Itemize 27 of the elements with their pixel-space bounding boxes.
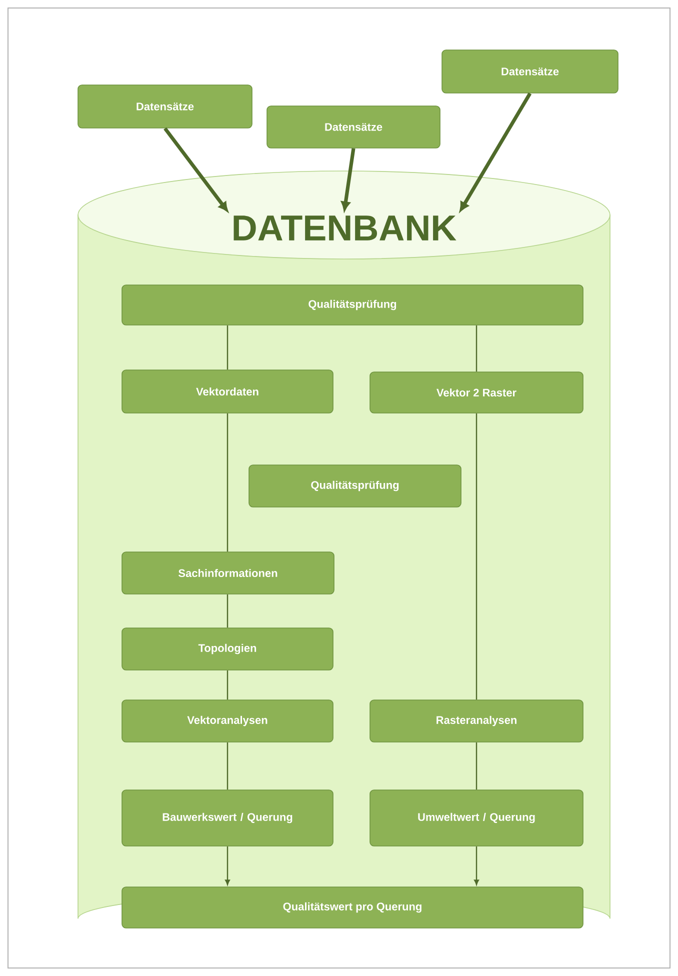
- process-box: Rasteranalysen: [370, 700, 584, 742]
- process-box: Datensätze: [442, 50, 618, 94]
- connector-line: [226, 594, 228, 628]
- arrow: [164, 127, 228, 212]
- connector-line: [476, 413, 478, 700]
- connector-line: [226, 670, 228, 700]
- process-box: Vektoranalysen: [122, 700, 334, 742]
- process-box: Qualitätsprüfung: [248, 464, 462, 508]
- arrow: [460, 92, 532, 212]
- process-box: Bauwerkswert / Querung: [122, 790, 334, 846]
- connector-line: [476, 742, 478, 790]
- process-box: Vektor 2 Raster: [370, 372, 584, 414]
- connector-line: [226, 325, 228, 370]
- arrow: [225, 846, 230, 886]
- arrow: [341, 148, 356, 211]
- process-box: Qualitätswert pro Querung: [122, 886, 584, 928]
- process-box: Sachinformationen: [122, 552, 334, 594]
- process-box: Datensätze: [266, 106, 440, 148]
- process-box: Qualitätsprüfung: [122, 284, 584, 326]
- process-box: Vektordaten: [122, 370, 334, 414]
- connector-line: [226, 742, 228, 790]
- process-box: Topologien: [122, 628, 334, 670]
- connector-line: [476, 325, 478, 372]
- process-box: Umweltwert / Querung: [370, 790, 584, 846]
- connector-line: [226, 413, 228, 552]
- process-box: Datensätze: [78, 84, 252, 128]
- arrow: [474, 846, 479, 886]
